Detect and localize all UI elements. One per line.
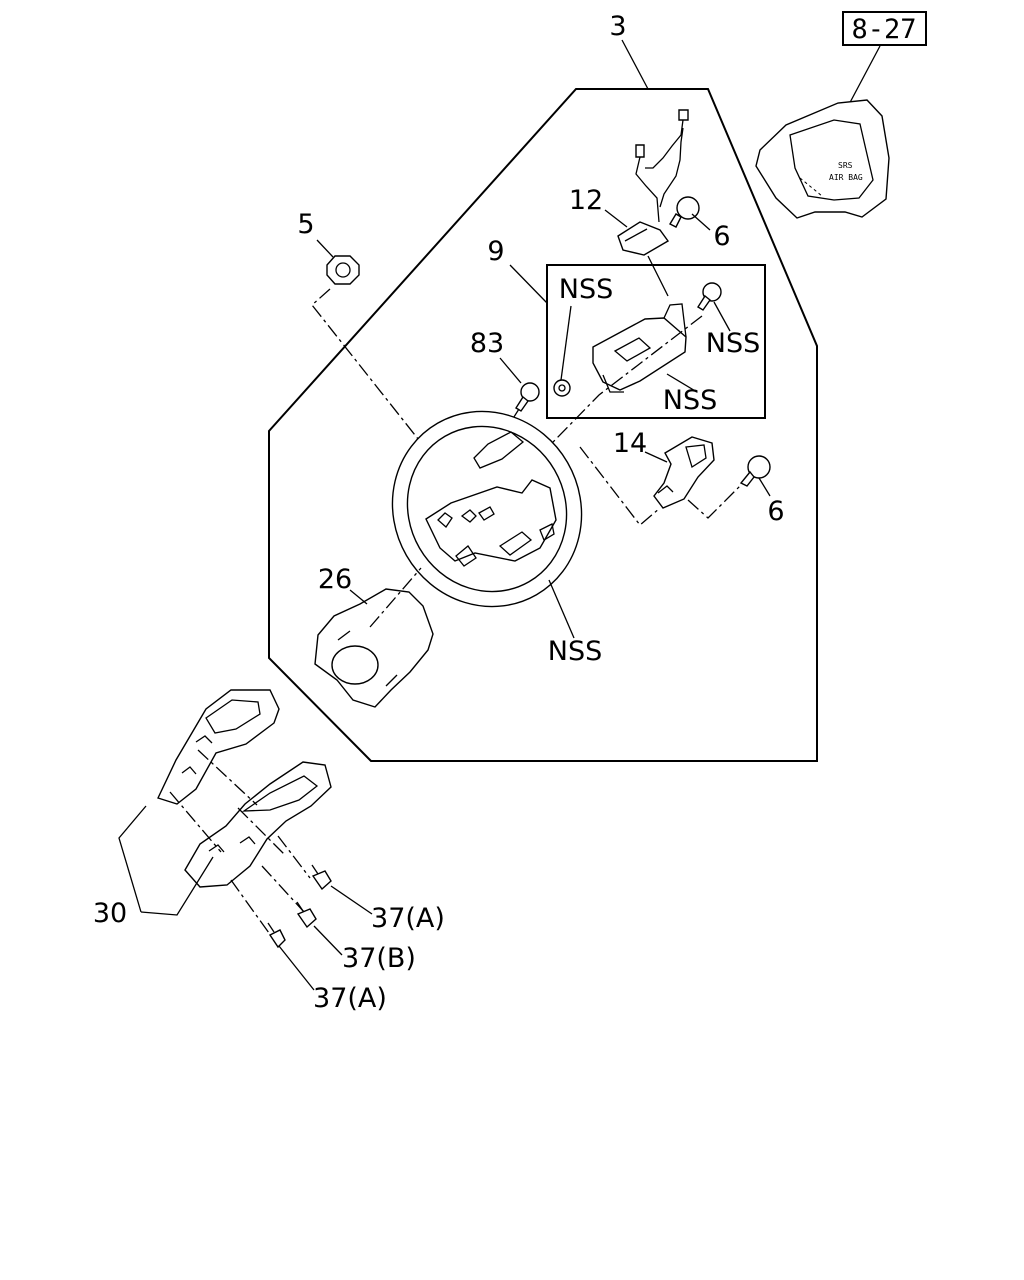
part-9-bracket[interactable] [592, 303, 687, 393]
callout-37a-lower: 37(A) [313, 983, 387, 1014]
centerline-30c [237, 807, 287, 857]
part-30-column-cover-lower[interactable] [184, 761, 332, 888]
part-6-bolt-lower[interactable] [739, 455, 771, 487]
callout-nss-bracket-bottom: NSS [663, 385, 717, 416]
leader-30b [118, 805, 147, 913]
callout-5: 5 [297, 209, 314, 240]
centerline-30d [277, 835, 311, 879]
part-83-bolt[interactable] [515, 382, 540, 412]
part-30-column-cover-upper[interactable] [157, 689, 280, 805]
leader-14 [644, 451, 668, 463]
leader-9 [509, 264, 548, 304]
leader-37b [313, 925, 343, 956]
airbag-cover-part[interactable]: SRS AIR BAG [755, 99, 890, 219]
callout-6-lower: 6 [767, 496, 784, 527]
centerline-30f [261, 865, 306, 914]
leader-reference [845, 45, 881, 111]
callout-nss-bracket-left: NSS [559, 274, 613, 305]
leader-5 [316, 239, 334, 258]
leader-37a-upper [330, 885, 373, 915]
leader-6-upper [691, 213, 711, 231]
assembly-3-outline [268, 88, 818, 762]
leader-nss-wheel [548, 579, 575, 639]
callout-12: 12 [569, 185, 603, 216]
centerline-14b [687, 482, 744, 519]
srs-marking: SRS [838, 161, 853, 170]
airbag-marking: AIR BAG [829, 173, 863, 182]
callout-nss-bracket-right: NSS [706, 328, 760, 359]
centerline-14 [579, 446, 661, 526]
reference-box-label: 8-27 [851, 14, 916, 45]
leader-30 [140, 856, 214, 916]
leader-12 [604, 209, 628, 228]
leader-6-lower [758, 477, 771, 497]
callout-3: 3 [609, 11, 626, 42]
reference-box[interactable]: 8-27 [842, 11, 927, 46]
leader-12-down [647, 255, 669, 297]
part-26-airbag-module[interactable] [314, 588, 434, 708]
centerline-30b [169, 791, 222, 853]
callout-6-upper: 6 [713, 221, 730, 252]
part-5-nut[interactable] [326, 255, 360, 285]
part-14-switch[interactable] [653, 436, 715, 509]
leader-nss-left [560, 305, 572, 381]
leader-26 [349, 589, 368, 605]
part-9-box [546, 264, 766, 419]
leader-37a-lower [278, 945, 315, 991]
callout-30: 30 [93, 898, 127, 929]
nss-screw-right[interactable] [697, 282, 722, 311]
leader-nss-right [713, 301, 731, 332]
part-37a-screw-lower[interactable] [267, 922, 286, 949]
callout-83: 83 [470, 328, 504, 359]
steering-wheel-part[interactable] [357, 377, 617, 641]
leader-3 [621, 39, 649, 90]
part-37b-screw[interactable] [296, 901, 317, 929]
centerline-30a [197, 749, 258, 806]
callout-nss-wheel: NSS [548, 636, 602, 667]
callout-26: 26 [318, 564, 352, 595]
part-6-bolt-upper[interactable] [669, 196, 700, 228]
centerline-bracket [473, 315, 703, 524]
callout-9: 9 [487, 236, 504, 267]
callout-37b: 37(B) [342, 943, 416, 974]
nss-nut-left[interactable] [553, 379, 571, 397]
centerline-26 [369, 567, 422, 628]
centerline-5 [311, 288, 469, 503]
leader-nss-bottom [666, 373, 698, 393]
part-37a-screw-upper[interactable] [311, 864, 332, 891]
callout-37a-upper: 37(A) [371, 903, 445, 934]
part-12-harness[interactable] [617, 109, 689, 256]
centerline-30e [230, 879, 275, 941]
callout-14: 14 [613, 428, 647, 459]
leader-83 [499, 357, 522, 384]
